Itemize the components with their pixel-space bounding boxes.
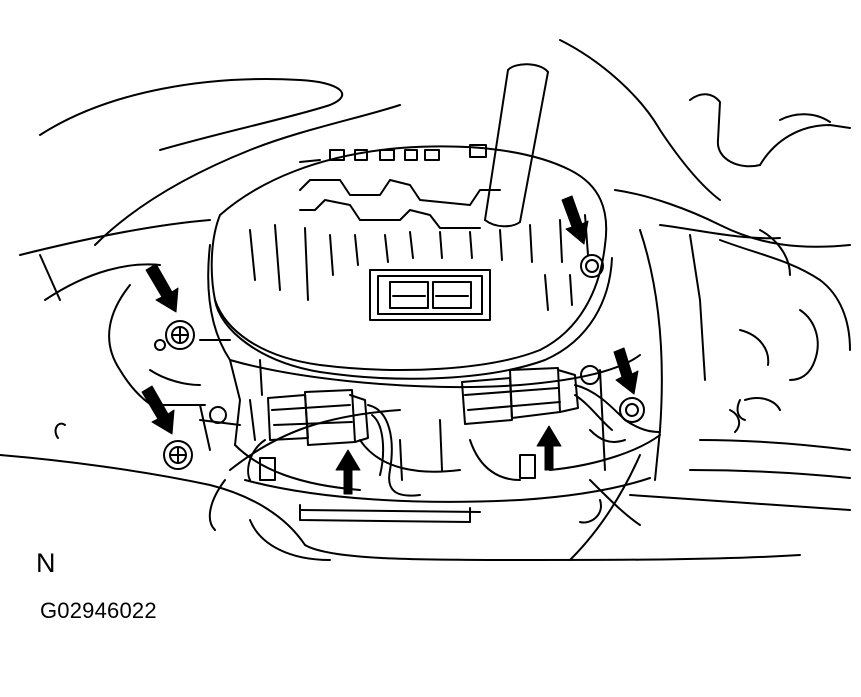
arrow-icon [613, 347, 639, 395]
arrow-icon [536, 425, 562, 471]
arrow-icon [335, 449, 361, 495]
arrow-icon [141, 385, 175, 435]
bolt-icon [163, 440, 193, 470]
bolt-icon [619, 397, 645, 423]
connector-left [247, 389, 369, 481]
bolt-icon [165, 320, 195, 350]
connector-right [461, 367, 579, 425]
figure-code-label: G02946022 [40, 598, 157, 623]
shift-lever-shaft [484, 63, 549, 228]
view-letter-label: N [36, 548, 56, 578]
console-outline [0, 39, 851, 561]
wire-harness [208, 384, 661, 531]
bolt-icon [154, 339, 600, 424]
arrow-icon [145, 263, 179, 313]
arrow-icon [561, 195, 589, 245]
shift-lever-cover [210, 144, 613, 380]
bolt-icon [580, 254, 604, 278]
